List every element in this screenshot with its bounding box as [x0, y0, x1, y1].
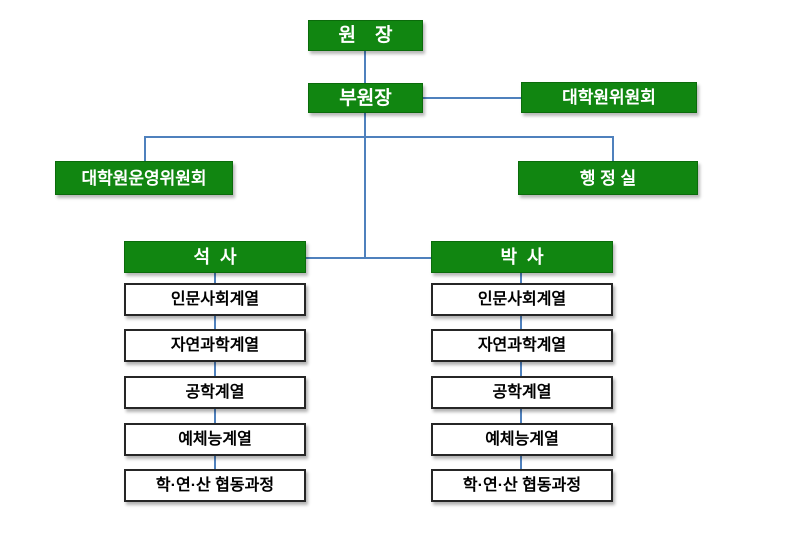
dept-box-label: 학·연·산 협동과정	[462, 476, 582, 494]
dept-box-masters-humanities: 인문사회계열	[124, 283, 306, 316]
dept-box-masters-arts-sports: 예체능계열	[124, 423, 306, 456]
dept-box-label: 학·연·산 협동과정	[155, 476, 275, 494]
connector-horizontal-bus	[144, 136, 614, 138]
org-box-masters: 석 사	[124, 241, 306, 273]
dept-box-doctoral-cooperative-program: 학·연·산 협동과정	[431, 469, 613, 502]
connector-drop-admin-office	[612, 136, 614, 161]
dept-box-label: 자연과학계열	[170, 336, 260, 354]
dept-box-masters-engineering: 공학계열	[124, 376, 306, 409]
dept-box-doctoral-engineering: 공학계열	[431, 376, 613, 409]
org-box-graduate-committee: 대학원위원회	[521, 82, 697, 113]
org-box-masters-label: 석 사	[193, 247, 237, 267]
org-box-deputy-director-label: 부원장	[339, 87, 392, 109]
connector-center-vertical	[364, 113, 366, 259]
dept-box-label: 예체능계열	[485, 430, 559, 448]
org-box-admin-office-label: 행 정 실	[579, 168, 637, 188]
dept-box-label: 공학계열	[185, 383, 245, 401]
org-box-operating-committee: 대학원운영위원회	[55, 161, 233, 195]
dept-box-label: 예체능계열	[178, 430, 252, 448]
connector-director-deputy	[364, 51, 366, 84]
org-box-doctoral: 박 사	[431, 241, 613, 273]
connector-doctoral-column-spine	[520, 273, 522, 471]
org-box-doctoral-label: 박 사	[500, 247, 544, 267]
org-box-director: 원 장	[308, 20, 423, 51]
connector-masters-doctoral	[306, 257, 431, 259]
connector-drop-operating-committee	[144, 136, 146, 161]
connector-masters-column-spine	[214, 273, 216, 471]
dept-box-label: 인문사회계열	[477, 290, 567, 308]
dept-box-doctoral-natural-sciences: 자연과학계열	[431, 329, 613, 362]
dept-box-doctoral-arts-sports: 예체능계열	[431, 423, 613, 456]
dept-box-masters-cooperative-program: 학·연·산 협동과정	[124, 469, 306, 502]
org-box-graduate-committee-label: 대학원위원회	[562, 88, 656, 107]
dept-box-masters-natural-sciences: 자연과학계열	[124, 329, 306, 362]
dept-box-label: 인문사회계열	[170, 290, 260, 308]
org-box-admin-office: 행 정 실	[518, 161, 698, 195]
dept-box-label: 공학계열	[492, 383, 552, 401]
connector-deputy-committee	[423, 97, 521, 99]
org-box-operating-committee-label: 대학원운영위원회	[81, 168, 207, 188]
org-box-deputy-director: 부원장	[308, 83, 423, 113]
org-box-director-label: 원 장	[338, 25, 393, 46]
dept-box-label: 자연과학계열	[477, 336, 567, 354]
dept-box-doctoral-humanities: 인문사회계열	[431, 283, 613, 316]
